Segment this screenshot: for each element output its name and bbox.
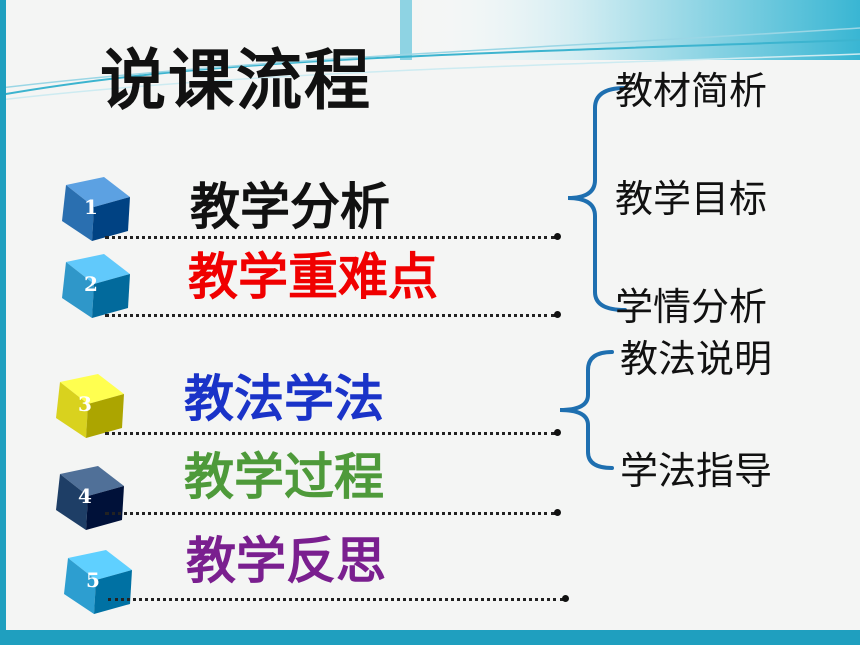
step-3-divider-end (554, 429, 561, 436)
step-1-divider (105, 236, 555, 239)
step-4-number: 4 (78, 484, 92, 508)
step-4-divider (105, 512, 555, 515)
step-5-divider-end (562, 595, 569, 602)
step-4-label: 教学过程 (184, 448, 384, 506)
step-3-cube-icon: 3 (52, 372, 132, 444)
step-2-cube-icon: 2 (58, 252, 138, 324)
step-5-divider (108, 598, 563, 601)
group-2-sub-2: 学法指导 (620, 449, 773, 493)
group-2-sub-1: 教法说明 (620, 337, 773, 381)
step-5-label: 教学反思 (186, 532, 386, 590)
step-2-divider-end (554, 311, 561, 318)
step-2-number: 2 (84, 272, 98, 296)
left-accent-bar (0, 0, 6, 645)
step-2-label: 教学重难点 (188, 248, 438, 306)
step-3-number: 3 (78, 392, 92, 416)
bottom-accent-bar (0, 630, 860, 645)
group-1-sub-3: 学情分析 (615, 285, 768, 329)
step-4-cube-icon: 4 (52, 464, 132, 536)
step-1-number: 1 (84, 195, 98, 219)
group-1-sub-2: 教学目标 (615, 177, 768, 221)
step-5-number: 5 (86, 568, 100, 592)
step-5-cube-icon: 5 (60, 548, 140, 620)
step-3-divider (105, 432, 555, 435)
step-2-divider (105, 314, 555, 317)
step-1-label: 教学分析 (190, 178, 390, 236)
step-4-divider-end (554, 509, 561, 516)
page-title: 说课流程 (100, 42, 372, 119)
header-banner (0, 0, 860, 100)
step-3-label: 教法学法 (184, 370, 384, 428)
step-1-divider-end (554, 233, 561, 240)
group-1-sub-1: 教材简析 (615, 69, 768, 113)
step-1-cube-icon: 1 (58, 175, 138, 247)
